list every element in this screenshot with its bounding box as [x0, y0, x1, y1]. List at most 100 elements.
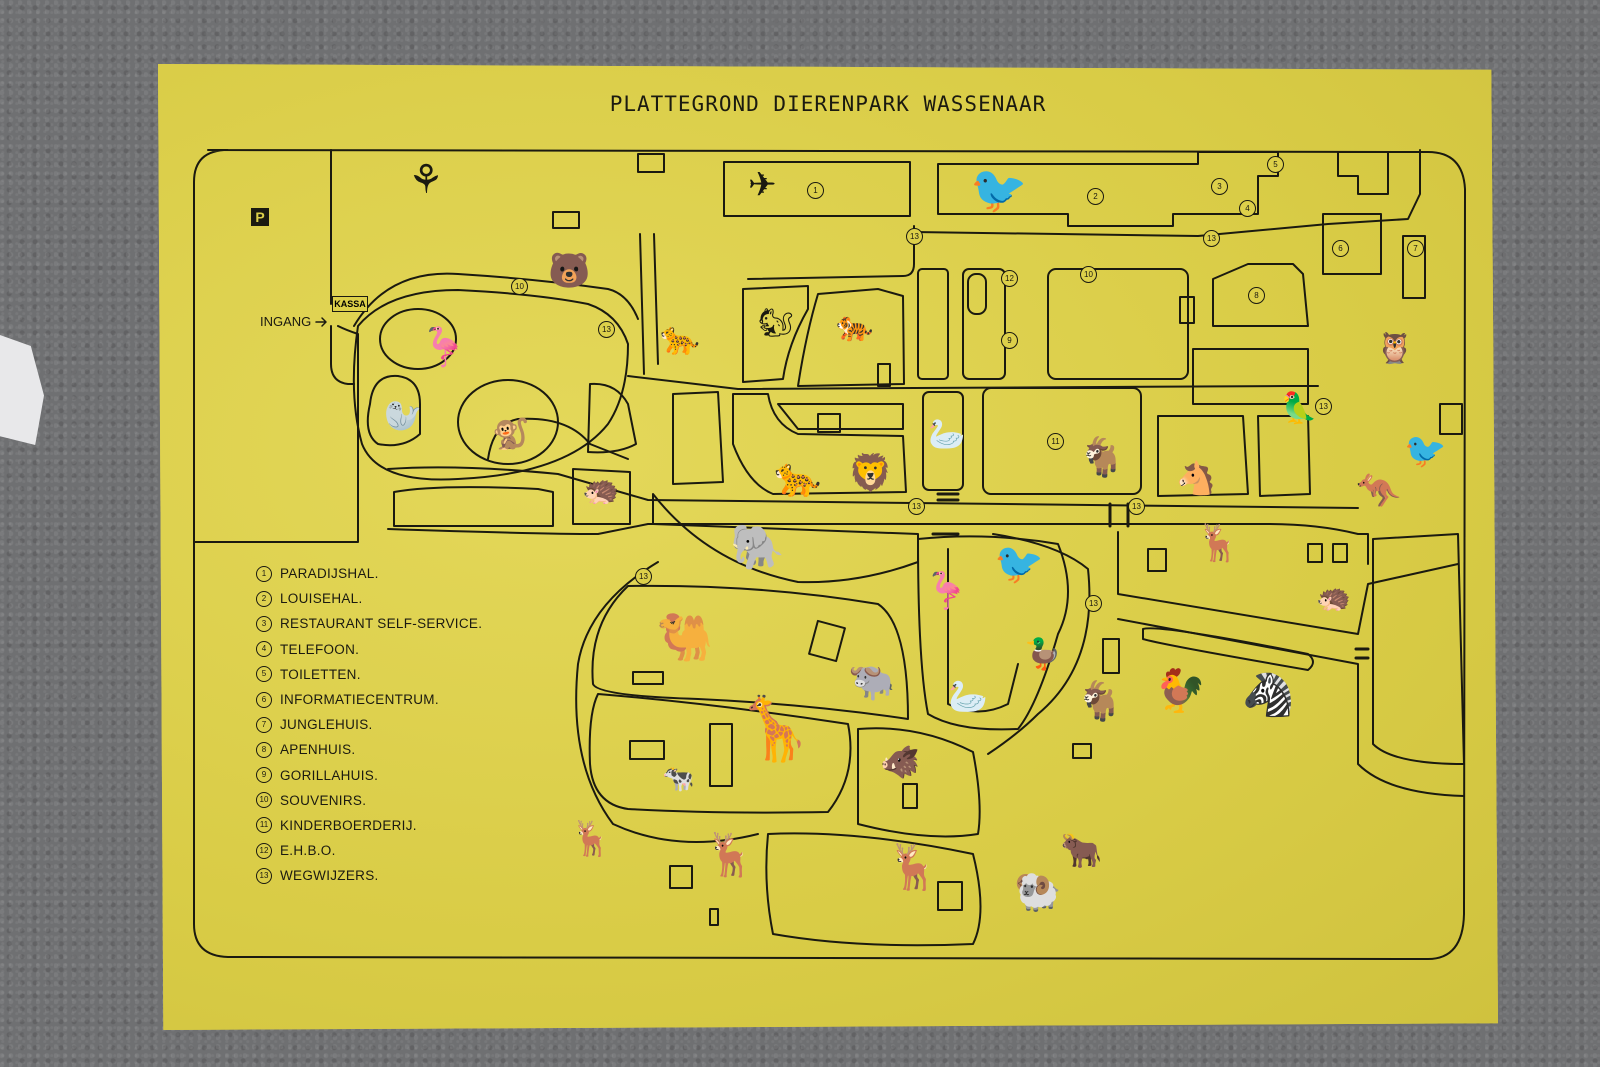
yak-icon: 🐂	[1060, 831, 1103, 871]
shelter-5	[1332, 543, 1348, 563]
mountain-goat-icon: 🐐	[1076, 679, 1124, 723]
legend-number: 2	[256, 590, 272, 607]
ticket-office-label: KASSA	[332, 296, 368, 312]
goat-icon: 🐐	[1078, 435, 1126, 479]
ape-house	[1212, 263, 1309, 327]
map-marker-10b: 10	[511, 278, 528, 295]
map-marker-8: 8	[1248, 287, 1265, 304]
legend-number: 12	[256, 842, 272, 859]
elephant-enclosure	[652, 493, 919, 584]
farm-enclosure	[982, 387, 1142, 495]
entrance-label: INGANG	[260, 314, 312, 329]
shelter-15	[1439, 403, 1463, 435]
legend-number: 3	[256, 615, 272, 632]
right-lower-path	[1117, 618, 1465, 797]
souvenir-area	[1047, 268, 1189, 380]
legend-number: 11	[256, 817, 272, 834]
seal-icon: 🦭	[384, 399, 422, 434]
kiosk-left	[552, 211, 580, 229]
pond-long	[1142, 627, 1314, 671]
zoo-map-paths	[193, 149, 1466, 960]
map-marker-2: 2	[1087, 188, 1104, 205]
gazelle-icon: 🦌	[570, 819, 613, 859]
legend-text: JUNGLEHUIS.	[280, 717, 373, 733]
legend-text: SOUVENIRS.	[280, 792, 367, 808]
map-marker-5: 5	[1267, 156, 1284, 173]
paper-scrap	[0, 335, 44, 445]
tiger-icon: 🐅	[836, 309, 874, 344]
park-boundary	[193, 149, 1466, 960]
wild-boar-icon: 🐗	[880, 743, 920, 781]
bison-icon: 🐃	[848, 659, 896, 703]
legend-text: PARADIJSHAL.	[280, 566, 379, 582]
kiosk-top	[637, 153, 665, 173]
zebra-icon: 🦓	[1242, 670, 1295, 719]
path-south-loop	[575, 561, 759, 843]
toucan-icon: 🐦	[970, 162, 1028, 216]
main-path-lower	[387, 523, 1369, 565]
ostrich-icon: 🐓	[1154, 666, 1207, 715]
parrot-icon: 🦜	[1280, 391, 1318, 426]
path-flamingo-loop	[352, 289, 629, 481]
map-marker-4: 4	[1239, 200, 1256, 217]
legend-item-7: 7 JUNGLEHUIS.	[256, 712, 482, 737]
bear-icon: 🐻	[548, 251, 591, 291]
camel-icon: 🐫	[656, 610, 714, 664]
camel-enclosure	[591, 584, 909, 720]
path-top-2	[747, 225, 915, 280]
gorilla-house	[962, 268, 1006, 380]
kangaroo-icon: 🦘	[1356, 471, 1401, 512]
lion-enclosure	[732, 393, 907, 495]
shelter-3	[1147, 548, 1167, 572]
map-marker-11: 11	[1047, 433, 1064, 450]
shelter-8	[709, 723, 733, 787]
legend-text: LOUISEHAL.	[280, 591, 363, 607]
legend-text: KINDERBOERDERIJ.	[280, 817, 417, 833]
legend-number: 9	[256, 767, 272, 784]
path-upper-middle	[627, 375, 1319, 390]
map-marker-13d: 13	[1315, 398, 1332, 415]
leopard-enclosure	[777, 403, 904, 430]
map-marker-3: 3	[1211, 178, 1228, 195]
lion-icon: 🦁	[848, 453, 893, 494]
ape-enclosure-a	[917, 268, 949, 380]
legend-text: INFORMATIECENTRUM.	[280, 692, 439, 708]
bird-small-enclosure	[587, 382, 637, 454]
seal-pool	[366, 374, 421, 447]
map-marker-13e: 13	[908, 498, 925, 515]
shelter-17	[1179, 296, 1195, 324]
map-marker-10: 10	[1080, 266, 1097, 283]
shelter-6	[808, 619, 846, 663]
owl-icon: 🦉	[1376, 331, 1414, 366]
flamingo-icon: 🦩	[420, 325, 468, 369]
leopard-icon: 🐆	[774, 455, 822, 499]
path-vertical-left	[639, 233, 659, 375]
pond-path	[947, 548, 1019, 713]
porcupine-enclosure	[572, 468, 631, 525]
legend-item-2: 2 LOUISEHAL.	[256, 586, 482, 611]
parking-sign: P	[251, 208, 269, 226]
ibex-icon: 🐏	[1014, 869, 1062, 913]
legend-number: 7	[256, 716, 272, 733]
gate-1	[936, 492, 960, 502]
path-south-right	[987, 533, 1091, 755]
paradijshal-building	[723, 161, 911, 217]
gorilla-inner	[967, 273, 987, 315]
peacock-icon: ⚘	[408, 157, 444, 203]
flamingo-pond-icon: 🦩	[924, 571, 969, 612]
entrance-arrow	[315, 317, 327, 327]
legend-number: 8	[256, 741, 272, 758]
antelope-enclosure	[672, 391, 724, 485]
map-marker-7: 7	[1407, 240, 1424, 257]
zoo-map-sign: PLATTEGROND DIERENPARK WASSENAAR	[158, 64, 1498, 1030]
shelter-12	[709, 908, 719, 926]
emu-icon: 🐦	[1404, 431, 1447, 471]
map-marker-9: 9	[1001, 332, 1018, 349]
giraffe-enclosure	[588, 693, 852, 814]
